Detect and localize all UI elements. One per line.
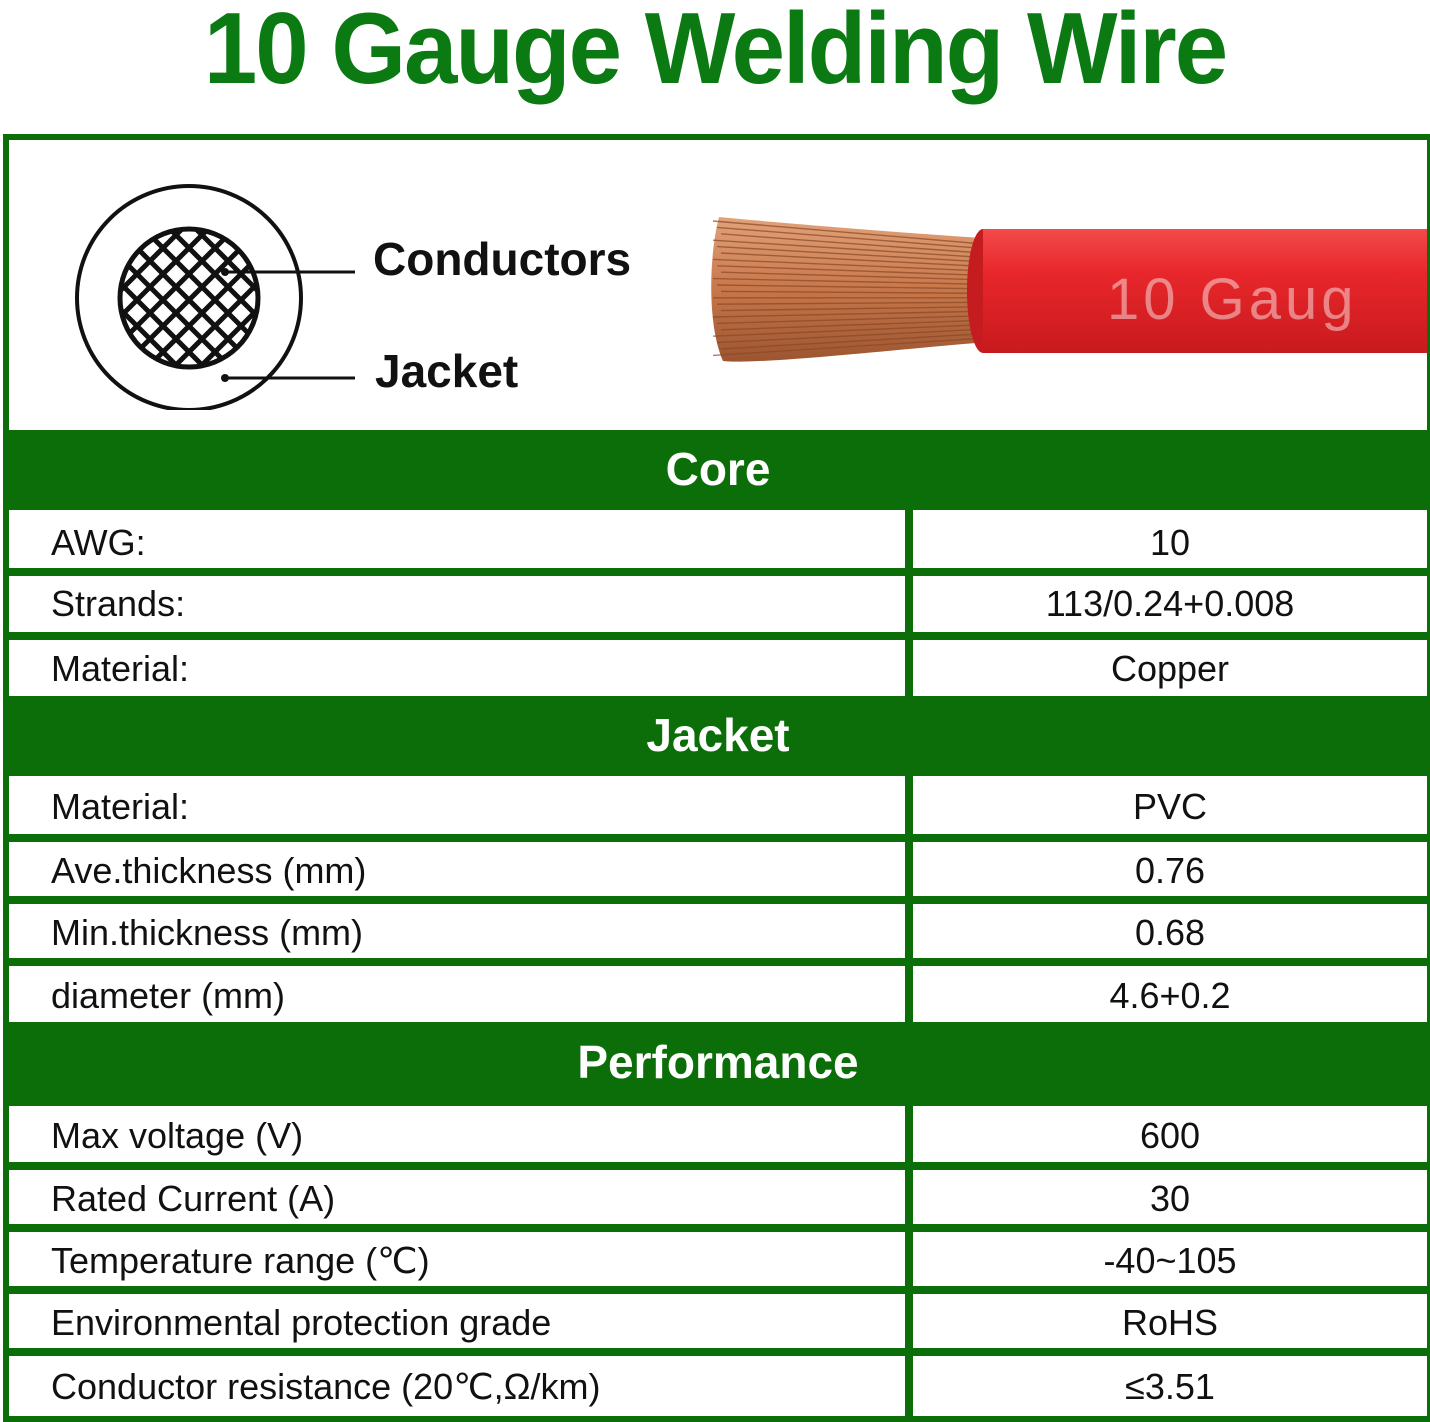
- section-header-core: Core: [9, 430, 1427, 510]
- table-row: Strands: 113/0.24+0.008: [9, 576, 1427, 640]
- table-row: Environmental protection grade RoHS: [9, 1294, 1427, 1356]
- table-row: Min.thickness (mm) 0.68: [9, 904, 1427, 966]
- row-value: 0.68: [913, 904, 1427, 958]
- table-row: Rated Current (A) 30: [9, 1170, 1427, 1232]
- row-value: Copper: [913, 640, 1427, 696]
- jacket-label: Jacket: [375, 345, 519, 397]
- row-value: 113/0.24+0.008: [913, 576, 1427, 632]
- spec-table: Conductors Jacket: [3, 134, 1430, 1422]
- row-label: AWG:: [9, 510, 905, 568]
- table-row: Max voltage (V) 600: [9, 1106, 1427, 1170]
- section-header-performance: Performance: [9, 1022, 1427, 1106]
- conductors-label: Conductors: [373, 233, 632, 285]
- table-row: Material: PVC: [9, 776, 1427, 842]
- row-label: Ave.thickness (mm): [9, 842, 905, 896]
- row-label: Environmental protection grade: [9, 1294, 905, 1348]
- row-value: 4.6+0.2: [913, 966, 1427, 1022]
- row-value: 30: [913, 1170, 1427, 1224]
- row-value: ≤3.51: [913, 1356, 1427, 1416]
- row-label: Min.thickness (mm): [9, 904, 905, 958]
- table-row: Conductor resistance (20℃,Ω/km) ≤3.51: [9, 1356, 1427, 1416]
- row-label: Conductor resistance (20℃,Ω/km): [9, 1356, 905, 1416]
- row-label: Strands:: [9, 576, 905, 632]
- table-row: AWG: 10: [9, 510, 1427, 576]
- table-row: diameter (mm) 4.6+0.2: [9, 966, 1427, 1022]
- row-value: 10: [913, 510, 1427, 568]
- row-value: PVC: [913, 776, 1427, 834]
- row-label: diameter (mm): [9, 966, 905, 1022]
- table-row: Temperature range (℃) -40~105: [9, 1232, 1427, 1294]
- red-jacket: [967, 229, 1427, 353]
- cross-section-diagram: [75, 184, 355, 410]
- wire-illustration-panel: Conductors Jacket: [9, 140, 1427, 430]
- row-label: Material:: [9, 776, 905, 834]
- wire-printed-text: 10 Gaug: [1107, 267, 1358, 332]
- row-value: 600: [913, 1106, 1427, 1162]
- row-label: Rated Current (A): [9, 1170, 905, 1224]
- row-value: RoHS: [913, 1294, 1427, 1348]
- row-value: -40~105: [913, 1232, 1427, 1286]
- row-label: Temperature range (℃): [9, 1232, 905, 1286]
- row-label: Material:: [9, 640, 905, 696]
- table-row: Material: Copper: [9, 640, 1427, 696]
- row-value: 0.76: [913, 842, 1427, 896]
- section-header-jacket: Jacket: [9, 696, 1427, 776]
- row-label: Max voltage (V): [9, 1106, 905, 1162]
- wire-photo: 10 Gaug: [711, 217, 1427, 362]
- table-row: Ave.thickness (mm) 0.76: [9, 842, 1427, 904]
- copper-strands: [711, 217, 999, 362]
- page-title: 10 Gauge Welding Wire: [203, 0, 1228, 106]
